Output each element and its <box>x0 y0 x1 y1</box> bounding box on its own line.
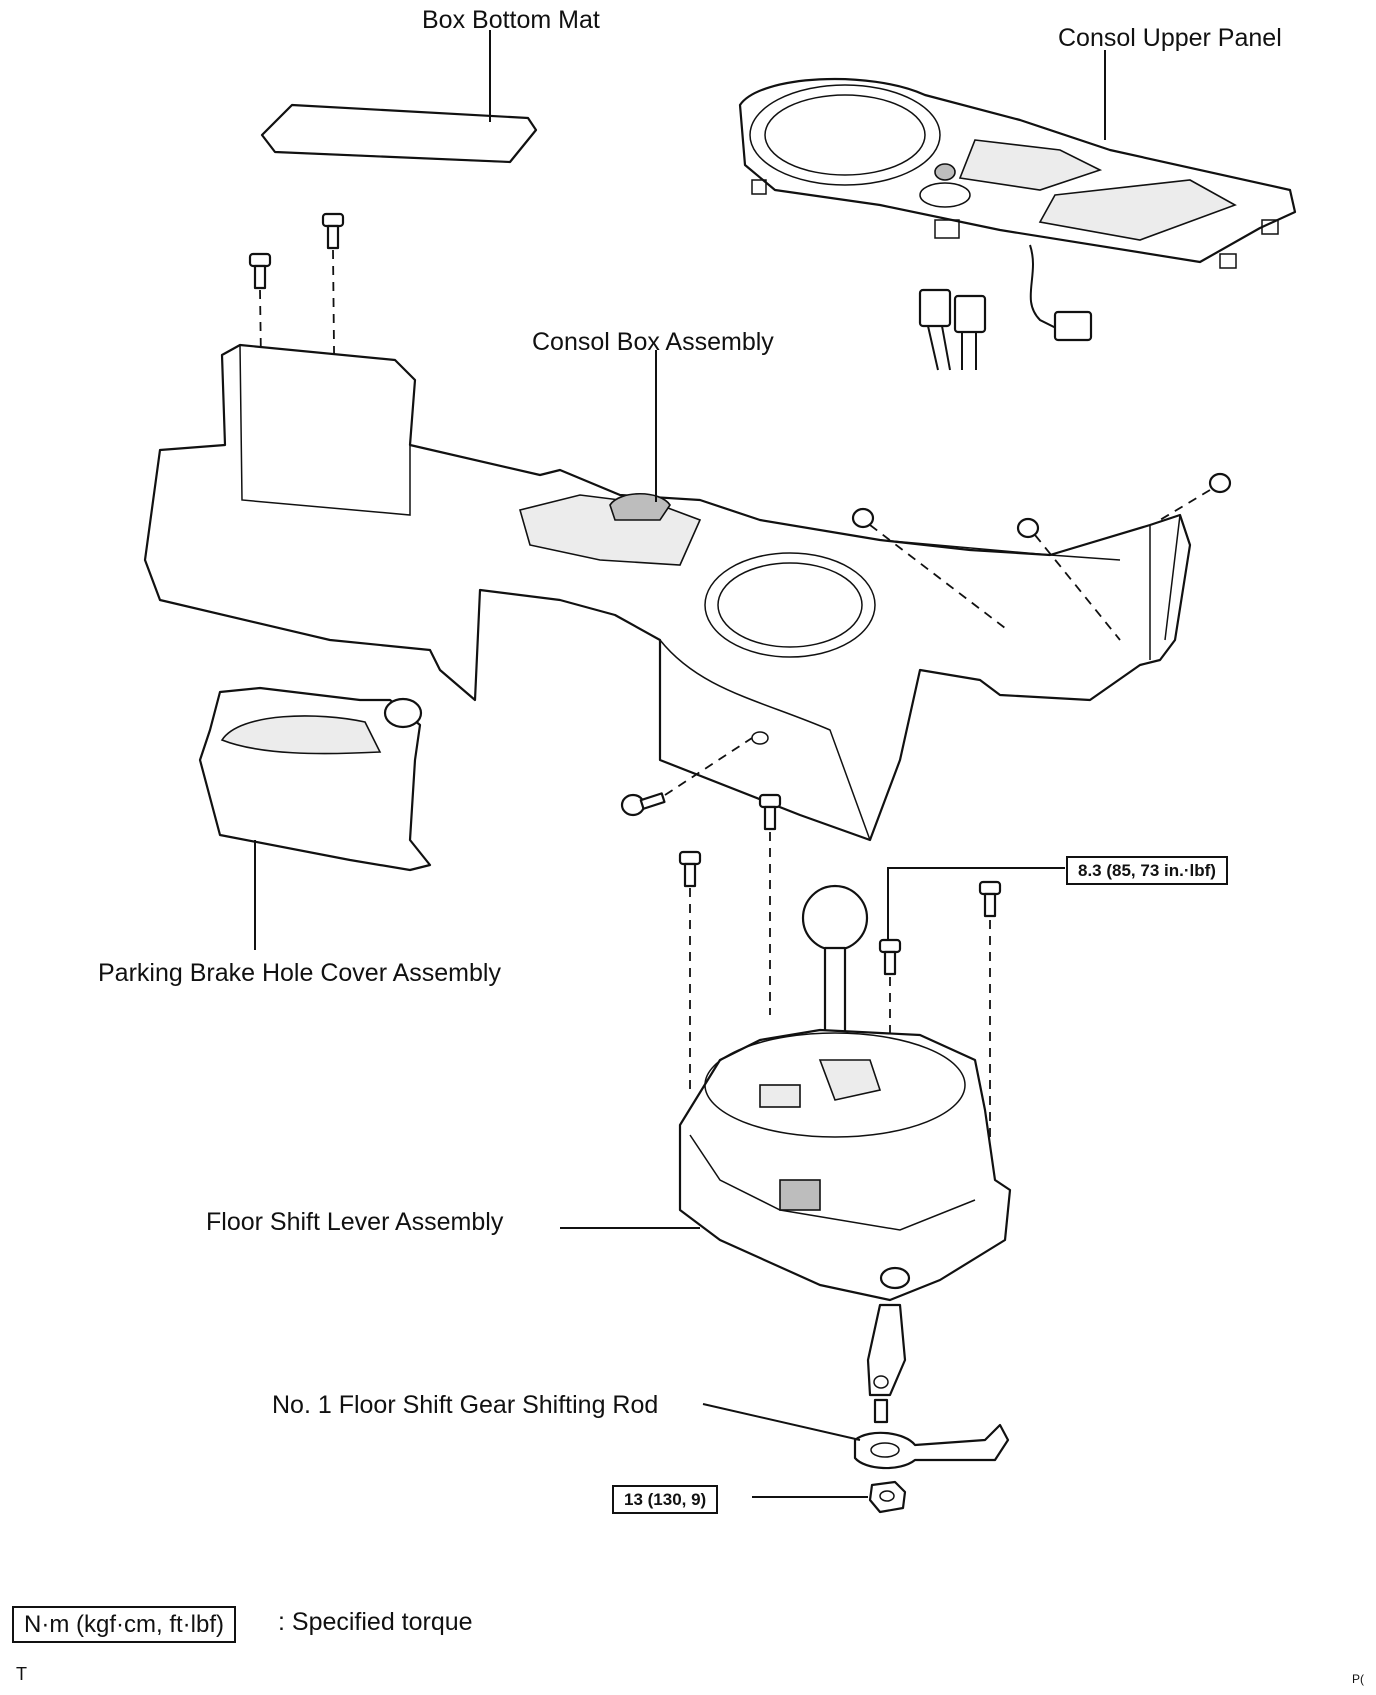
label-floor-shift-lever: Floor Shift Lever Assembly <box>206 1208 504 1236</box>
footer-left-mark: T <box>16 1664 27 1684</box>
box-bottom-mat-part <box>260 103 538 164</box>
wiring-connectors <box>918 244 1093 371</box>
bolt-right <box>321 212 345 250</box>
torque-legend-unit-box: N·m (kgf·cm, ft·lbf) <box>12 1606 236 1644</box>
label-consol-box-assembly: Consol Box Assembly <box>532 328 774 356</box>
clip-2-path <box>1034 534 1121 641</box>
label-parking-brake-hole-cover: Parking Brake Hole Cover Assembly <box>98 959 501 987</box>
consol-box-assembly-part <box>143 343 1192 842</box>
consol-upper-panel-part <box>738 77 1297 269</box>
parking-brake-hole-cover-part <box>198 686 432 872</box>
torque-spec-shift-lever-bolts: 8.3 (85, 73 in.·lbf) <box>1066 856 1228 885</box>
torque-leader-bolts <box>887 867 1065 940</box>
clip-3-path <box>1159 489 1211 521</box>
bolt-left <box>248 252 272 290</box>
clip-1-path <box>869 524 1006 629</box>
label-box-bottom-mat: Box Bottom Mat <box>422 6 600 34</box>
torque-legend-description: : Specified torque <box>278 1608 473 1636</box>
clip-fastener-1 <box>851 507 875 529</box>
footer-right-mark: P( <box>1352 1672 1364 1686</box>
label-shifting-rod: No. 1 Floor Shift Gear Shifting Rod <box>272 1391 659 1419</box>
shifting-rod-part <box>853 1303 1010 1470</box>
clip-fastener-2 <box>1016 517 1040 539</box>
lever-bolt-2 <box>758 793 782 831</box>
side-screw-path <box>664 737 753 796</box>
rod-nut <box>868 1480 907 1514</box>
floor-shift-lever-part <box>678 884 1012 1302</box>
lever-bolt-3 <box>878 938 902 976</box>
lever-bolt-1 <box>678 850 702 888</box>
clip-fastener-3 <box>1208 472 1232 494</box>
torque-spec-rod-nut: 13 (130, 9) <box>612 1485 719 1514</box>
side-screw <box>620 792 666 817</box>
label-consol-upper-panel: Consol Upper Panel <box>1058 24 1282 52</box>
lever-bolt-4 <box>978 880 1002 918</box>
shifting-rod-leader <box>702 1403 861 1441</box>
